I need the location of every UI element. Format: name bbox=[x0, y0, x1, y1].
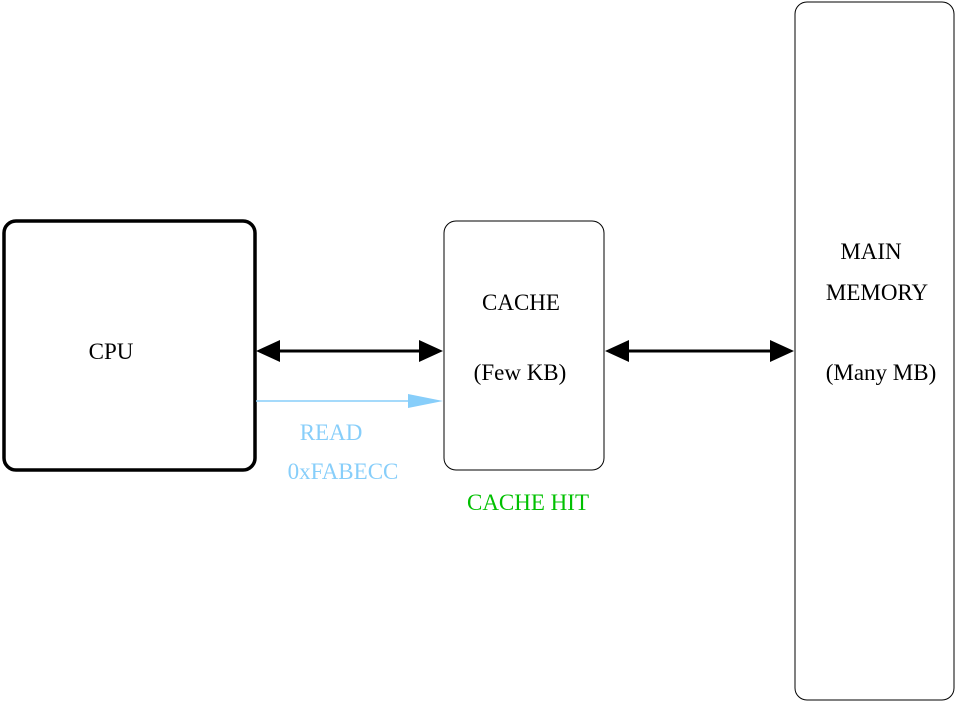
cache-title: CACHE bbox=[482, 290, 560, 315]
read-address-label: 0xFABECC bbox=[288, 459, 399, 484]
cache-memory-arrowhead-left bbox=[605, 340, 629, 362]
main-memory-line2: MEMORY bbox=[826, 280, 929, 305]
cache-hit-label: CACHE HIT bbox=[467, 490, 589, 515]
cache-box bbox=[443, 220, 605, 471]
main-memory-box bbox=[794, 1, 955, 701]
cpu-cache-arrowhead-left bbox=[256, 340, 280, 362]
cache-memory-arrowhead-right bbox=[770, 340, 794, 362]
read-request-arrowhead bbox=[408, 394, 443, 408]
cpu-label: CPU bbox=[89, 339, 134, 364]
main-memory-size: (Many MB) bbox=[826, 360, 937, 385]
cpu-cache-arrowhead-right bbox=[419, 340, 443, 362]
cache-size: (Few KB) bbox=[474, 360, 567, 385]
cpu-box bbox=[2, 219, 257, 472]
main-memory-line1: MAIN bbox=[840, 239, 902, 264]
read-op-label: READ bbox=[300, 420, 363, 445]
